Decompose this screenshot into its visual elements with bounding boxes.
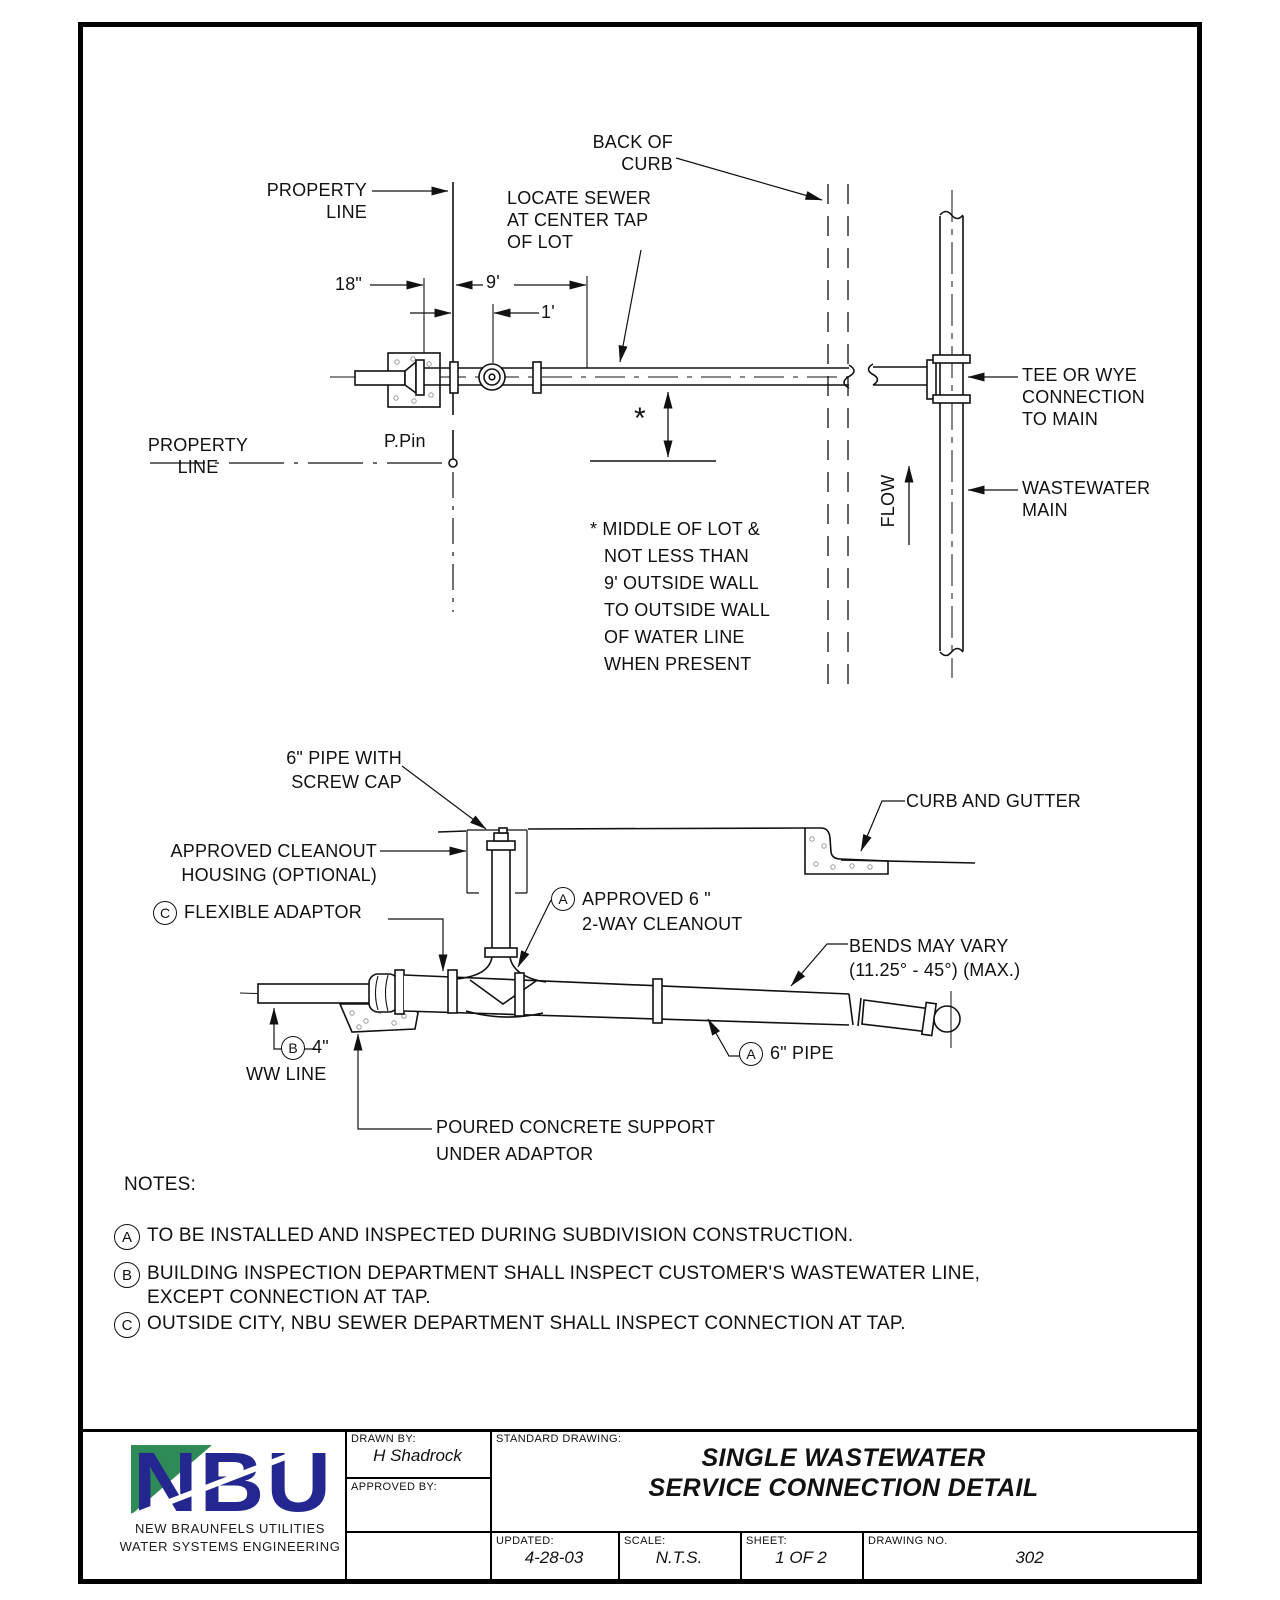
sheet-border bbox=[78, 22, 1202, 1584]
org-name: NEW BRAUNFELS UTILITIES bbox=[134, 1521, 326, 1536]
dimension-arrows bbox=[370, 280, 587, 318]
cleanout-housing-outline bbox=[466, 829, 528, 894]
bends-label: BENDS MAY VARY (11.25° - 45°) (MAX.) bbox=[849, 936, 1021, 980]
two-way-cleanout-label: A APPROVED 6 " 2-WAY CLEANOUT bbox=[551, 887, 743, 937]
property-line-top-label: PROPERTY LINE bbox=[266, 180, 367, 222]
nbu-logo: NBU bbox=[122, 1435, 331, 1529]
middle-of-lot-note: * MIDDLE OF LOT & NOT LESS THAN 9' OUTSI… bbox=[590, 519, 771, 674]
cleanout-housing-label: APPROVED CLEANOUT HOUSING (OPTIONAL) bbox=[170, 841, 377, 885]
end-pipe-segment bbox=[861, 999, 932, 1033]
drawing-no-label: DRAWING NO. bbox=[868, 1535, 948, 1547]
drawn-by-value: H Shadrock bbox=[373, 1446, 462, 1465]
ref-c-bubble: C bbox=[153, 901, 177, 925]
standard-drawing-label: STANDARD DRAWING: bbox=[496, 1433, 622, 1445]
street-line bbox=[840, 859, 976, 864]
six-pipe-label: A 6" PIPE bbox=[739, 1042, 834, 1066]
wastewater-main-label: WASTEWATER MAIN bbox=[1022, 478, 1151, 520]
ground-line bbox=[437, 827, 806, 833]
sheet-value: 1 OF 2 bbox=[775, 1548, 827, 1567]
stipple-dots bbox=[393, 356, 434, 404]
tee-collar-bottom bbox=[932, 394, 971, 404]
pipe-break bbox=[843, 364, 855, 389]
screw-cap-flange bbox=[486, 840, 516, 851]
locate-sewer-label: LOCATE SEWER AT CENTER TAP OF LOT bbox=[507, 188, 652, 252]
scale-label: SCALE: bbox=[624, 1535, 666, 1547]
curb-and-gutter-section bbox=[804, 827, 889, 875]
back-of-curb-lines bbox=[827, 184, 849, 684]
profile-view-linework bbox=[239, 765, 976, 1130]
plan-leaders bbox=[372, 157, 1018, 495]
ref-a-bubble: A bbox=[739, 1042, 763, 1066]
approved-by-label: APPROVED BY: bbox=[351, 1481, 438, 1493]
sheet-label: SHEET: bbox=[746, 1535, 787, 1547]
tee-collar-top bbox=[932, 354, 971, 364]
screw-cap-label: 6" PIPE WITH SCREW CAP bbox=[286, 748, 402, 792]
plan-view-linework bbox=[150, 157, 1018, 684]
concrete-support-label: POURED CONCRETE SUPPORT UNDER ADAPTOR bbox=[436, 1117, 716, 1164]
logo-green-triangle bbox=[131, 1445, 212, 1515]
logo-slash bbox=[122, 1443, 330, 1517]
stipple-dots bbox=[809, 836, 873, 870]
curb-and-gutter-label: CURB AND GUTTER bbox=[906, 791, 1082, 811]
property-line-left-label: PROPERTY LINE bbox=[147, 435, 249, 477]
ref-a-bubble: A bbox=[551, 887, 575, 911]
updated-label: UPDATED: bbox=[496, 1535, 555, 1547]
scale-value: N.T.S. bbox=[655, 1548, 703, 1567]
sheet-title-line1: SINGLE WASTEWATER bbox=[701, 1444, 986, 1472]
org-division: WATER SYSTEMS ENGINEERING bbox=[119, 1539, 341, 1554]
dim-9ft: 9' bbox=[486, 272, 500, 292]
ref-b-bubble: B bbox=[281, 1036, 305, 1060]
flexible-adaptor-body bbox=[368, 973, 399, 1013]
tee-branch-pipe bbox=[873, 366, 927, 386]
flow-label: FLOW bbox=[878, 474, 898, 528]
note-a-bubble: A bbox=[114, 1224, 140, 1250]
notes-heading: NOTES: bbox=[124, 1174, 196, 1195]
pipe-bell-end bbox=[933, 1005, 961, 1033]
dim-18in: 18" bbox=[335, 274, 363, 294]
cleanout-standpipe bbox=[491, 850, 511, 950]
dim-1ft: 1' bbox=[541, 302, 555, 322]
tee-or-wye-label: TEE OR WYE CONNECTION TO MAIN bbox=[1022, 365, 1145, 429]
note-b: B BUILDING INSPECTION DEPARTMENT SHALL I… bbox=[114, 1262, 980, 1310]
asterisk-dim: * bbox=[634, 402, 646, 435]
note-b-bubble: B bbox=[114, 1262, 140, 1288]
ww-line-label: B 4" bbox=[281, 1036, 329, 1060]
p-pin-label: P.Pin bbox=[384, 431, 426, 451]
ww-line-stub-profile bbox=[257, 983, 373, 1004]
note-a: A TO BE INSTALLED AND INSPECTED DURING S… bbox=[114, 1224, 853, 1250]
note-c: C OUTSIDE CITY, NBU SEWER DEPARTMENT SHA… bbox=[114, 1312, 906, 1338]
drawn-by-label: DRAWN BY: bbox=[351, 1433, 416, 1445]
ww-line-stub-plan bbox=[354, 370, 406, 386]
ww-line-label2: WW LINE bbox=[246, 1064, 327, 1084]
flexible-adaptor-label: C FLEXIBLE ADAPTOR bbox=[153, 901, 362, 925]
profile-leaders bbox=[269, 765, 905, 1130]
updated-value: 4-28-03 bbox=[524, 1548, 584, 1567]
sheet-title-line2: SERVICE CONNECTION DETAIL bbox=[648, 1474, 1039, 1502]
drawing-no-value: 302 bbox=[1015, 1548, 1044, 1567]
wastewater-main-pipe bbox=[939, 216, 964, 651]
back-of-curb-label: BACK OF CURB bbox=[592, 132, 673, 174]
note-c-bubble: C bbox=[114, 1312, 140, 1338]
